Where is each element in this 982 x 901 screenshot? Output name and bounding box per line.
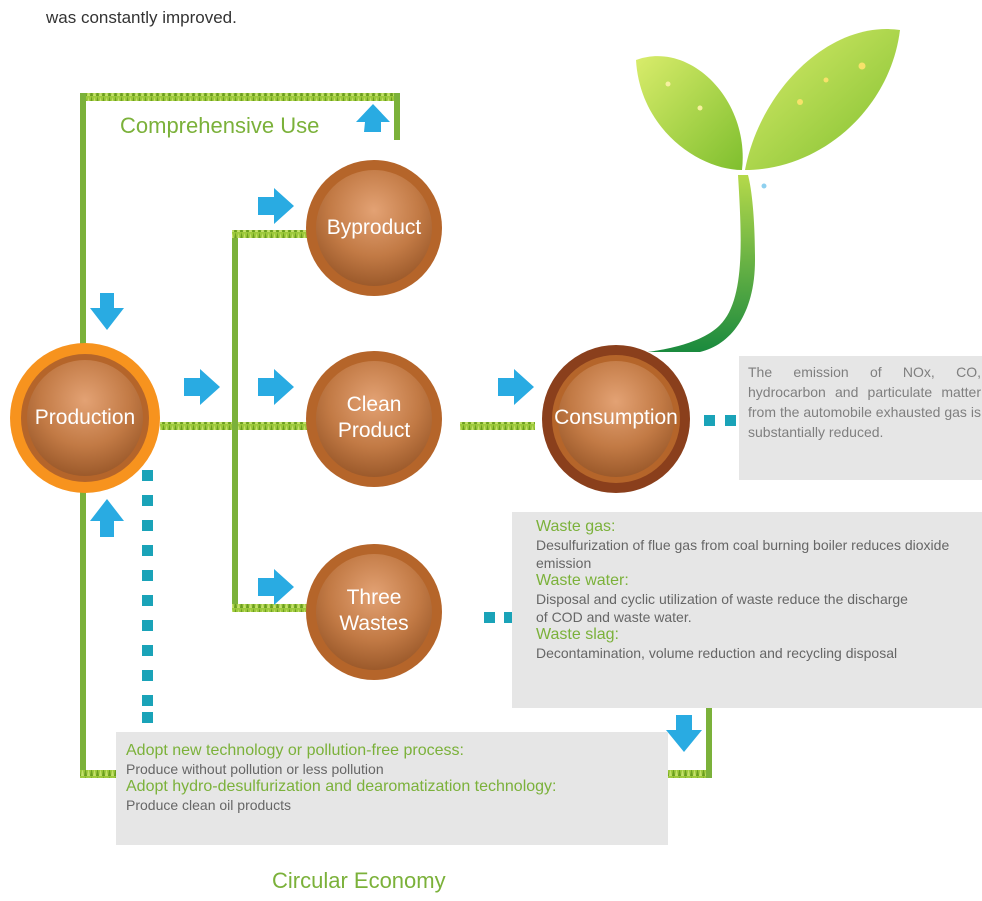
clean-product-line1: Clean bbox=[346, 393, 402, 416]
dotted-connectors bbox=[142, 415, 736, 723]
three-wastes-label: Three Wastes bbox=[309, 585, 439, 638]
comprehensive-use-label: Comprehensive Use bbox=[120, 113, 320, 138]
clean-product-label: Clean Product bbox=[309, 392, 439, 445]
production-title-2: Adopt hydro-desulfurization and dearomat… bbox=[126, 778, 557, 795]
production-title-1: Adopt new technology or pollution-free p… bbox=[126, 742, 464, 759]
circles bbox=[10, 160, 690, 680]
intro-text: was constantly improved. bbox=[46, 8, 237, 27]
clean-product-line2: Product bbox=[337, 419, 411, 443]
flow-arrows bbox=[90, 104, 702, 752]
byproduct-label: Byproduct bbox=[326, 216, 422, 239]
waste-slag-title: Waste slag: bbox=[536, 626, 619, 643]
three-wastes-line2: Wastes bbox=[339, 612, 409, 636]
waste-water-title: Waste water: bbox=[536, 572, 629, 589]
production-panel: Adopt new technology or pollution-free p… bbox=[116, 732, 668, 845]
three-wastes-line1: Three bbox=[346, 586, 402, 609]
waste-slag-text: Decontamination, volume reduction and re… bbox=[536, 645, 898, 661]
consumption-note-text: The emission of NOx, CO, hydrocarbon and… bbox=[748, 364, 981, 440]
waste-water-text: Disposal and cyclic utilization of waste… bbox=[536, 591, 908, 625]
production-text-1: Produce without pollution or less pollut… bbox=[126, 761, 384, 777]
production-text-2: Produce clean oil products bbox=[126, 797, 291, 813]
circular-economy-label: Circular Economy bbox=[272, 868, 446, 893]
wastes-panel: Waste gas: Desulfurization of flue gas f… bbox=[512, 512, 982, 708]
consumption-note: The emission of NOx, CO, hydrocarbon and… bbox=[739, 356, 982, 480]
production-label: Production bbox=[34, 406, 136, 429]
consumption-label: Consumption bbox=[554, 406, 678, 429]
waste-gas-title: Waste gas: bbox=[536, 518, 616, 535]
sprout-illustration bbox=[636, 29, 900, 352]
waste-gas-text: Desulfurization of flue gas from coal bu… bbox=[536, 537, 950, 571]
